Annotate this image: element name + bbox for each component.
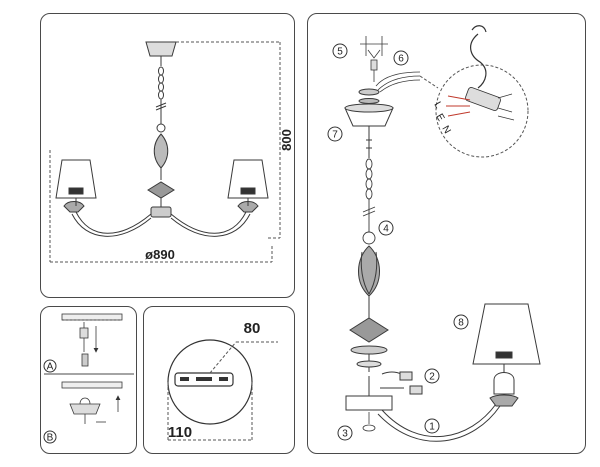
svg-text:2: 2 — [429, 372, 435, 383]
callout-5: 5 — [332, 43, 348, 59]
svg-text:7: 7 — [332, 130, 338, 141]
callout-3: 3 — [337, 425, 353, 441]
canopy-width-label: 80 — [244, 320, 261, 337]
diameter-dimension-label: ø890 — [145, 247, 175, 262]
wire-bundle — [375, 71, 421, 93]
ceiling-mount-bracket — [360, 36, 388, 82]
canopy-diameter-label: 110 — [168, 424, 192, 441]
svg-text:8: 8 — [458, 318, 464, 329]
svg-text:4: 4 — [383, 224, 389, 235]
step-a-marker: A — [43, 359, 57, 373]
svg-text:5: 5 — [337, 47, 343, 58]
callout-2: 2 — [424, 368, 440, 384]
chain-assembly — [362, 158, 376, 245]
lamp-arm — [377, 403, 501, 442]
svg-text:A: A — [47, 362, 54, 373]
chandelier-overview — [55, 41, 269, 237]
callout-6: 6 — [393, 50, 409, 66]
base-screw — [362, 412, 376, 432]
step-a-drawing — [61, 313, 123, 367]
urn-body — [349, 245, 389, 372]
height-dimension-label: 800 — [279, 129, 294, 151]
lamp-shade — [472, 303, 541, 407]
callout-7: 7 — [327, 126, 343, 142]
svg-text:B: B — [47, 433, 54, 444]
svg-text:1: 1 — [429, 422, 435, 433]
wiring-detail-bubble — [419, 25, 529, 158]
svg-text:6: 6 — [398, 54, 404, 65]
step-b-marker: B — [43, 430, 57, 444]
canopy-top-view — [167, 339, 253, 425]
step-b-drawing — [61, 381, 123, 424]
svg-text:3: 3 — [342, 429, 348, 440]
height-dimension-line — [176, 41, 281, 239]
connector-hub — [345, 371, 423, 411]
wire-label-earth: E — [433, 112, 446, 124]
canopy-assembly — [344, 88, 394, 158]
callout-8: 8 — [453, 314, 469, 330]
canopy-dimension-lines — [167, 341, 278, 441]
callout-4: 4 — [378, 220, 394, 236]
wire-label-live: L — [431, 100, 444, 111]
install-steps-panel — [40, 306, 137, 454]
callout-1: 1 — [424, 418, 440, 434]
width-dimension-line — [49, 150, 273, 263]
wire-label-neutral: N — [439, 124, 452, 136]
